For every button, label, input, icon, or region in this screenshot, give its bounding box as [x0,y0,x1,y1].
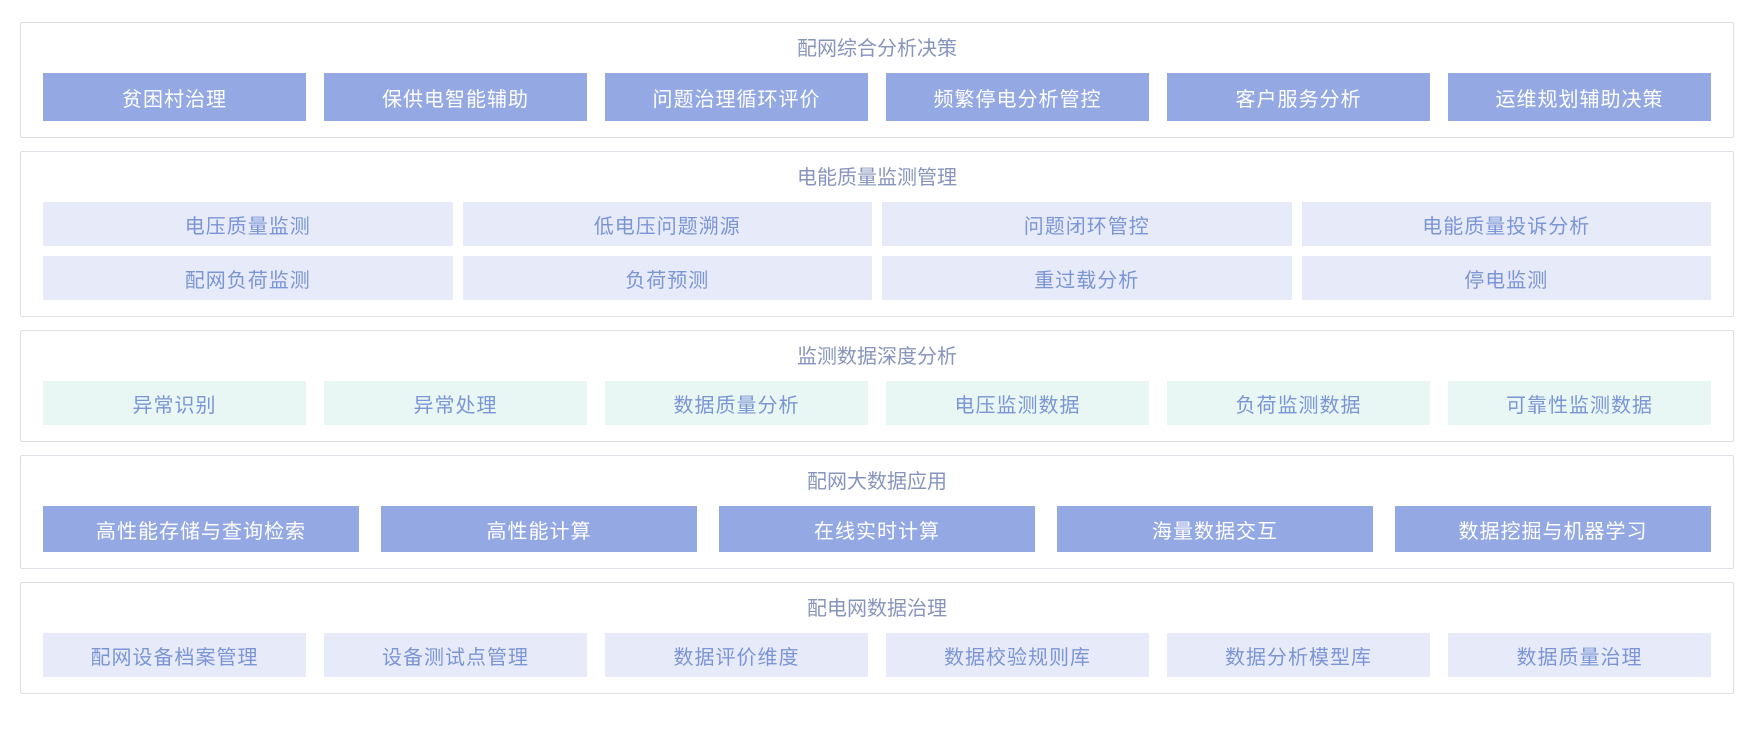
module-tile[interactable]: 海量数据交互 [1057,506,1373,552]
section-panel-monitoring-data-analysis: 监测数据深度分析 异常识别 异常处理 数据质量分析 电压监测数据 负荷监测数据 … [20,330,1734,442]
module-tile[interactable]: 数据质量分析 [605,381,868,425]
tile-row: 高性能存储与查询检索 高性能计算 在线实时计算 海量数据交互 数据挖掘与机器学习 [43,506,1711,552]
module-tile[interactable]: 高性能存储与查询检索 [43,506,359,552]
module-tile[interactable]: 频繁停电分析管控 [886,73,1149,121]
module-tile[interactable]: 停电监测 [1301,256,1711,300]
module-tile[interactable]: 重过载分析 [882,256,1292,300]
module-tile[interactable]: 电压监测数据 [886,381,1149,425]
module-tile[interactable]: 数据分析模型库 [1167,633,1430,677]
module-tile[interactable]: 电能质量投诉分析 [1301,202,1711,246]
module-tile[interactable]: 负荷监测数据 [1167,381,1430,425]
module-tile[interactable]: 保供电智能辅助 [324,73,587,121]
section-title: 监测数据深度分析 [797,346,957,368]
module-tile[interactable]: 配网负荷监测 [43,256,453,300]
section-title: 配网综合分析决策 [797,38,957,60]
tile-row: 异常识别 异常处理 数据质量分析 电压监测数据 负荷监测数据 可靠性监测数据 [43,381,1711,425]
section-panel-comprehensive-analysis: 配网综合分析决策 贫困村治理 保供电智能辅助 问题治理循环评价 频繁停电分析管控… [20,22,1734,138]
tile-row: 电压质量监测 低电压问题溯源 问题闭环管控 电能质量投诉分析 [43,202,1711,246]
module-tile[interactable]: 负荷预测 [462,256,872,300]
tile-row: 配网负荷监测 负荷预测 重过载分析 停电监测 [43,256,1711,300]
section-title: 配网大数据应用 [807,471,947,493]
module-tile[interactable]: 数据质量治理 [1448,633,1711,677]
module-tile[interactable]: 运维规划辅助决策 [1448,73,1711,121]
module-tile[interactable]: 电压质量监测 [43,202,453,246]
section-title: 配电网数据治理 [807,598,947,620]
module-tile[interactable]: 问题治理循环评价 [605,73,868,121]
module-tile[interactable]: 客户服务分析 [1167,73,1430,121]
module-tile[interactable]: 贫困村治理 [43,73,306,121]
tile-row: 贫困村治理 保供电智能辅助 问题治理循环评价 频繁停电分析管控 客户服务分析 运… [43,73,1711,121]
module-tile[interactable]: 问题闭环管控 [882,202,1292,246]
module-tile[interactable]: 配网设备档案管理 [43,633,306,677]
module-tile[interactable]: 异常识别 [43,381,306,425]
module-tile[interactable]: 在线实时计算 [719,506,1035,552]
module-tile[interactable]: 数据挖掘与机器学习 [1395,506,1711,552]
tile-row: 配网设备档案管理 设备测试点管理 数据评价维度 数据校验规则库 数据分析模型库 … [43,633,1711,677]
module-tile[interactable]: 可靠性监测数据 [1448,381,1711,425]
module-tile[interactable]: 设备测试点管理 [324,633,587,677]
section-panel-big-data-application: 配网大数据应用 高性能存储与查询检索 高性能计算 在线实时计算 海量数据交互 数… [20,455,1734,569]
module-tile[interactable]: 高性能计算 [381,506,697,552]
module-tile[interactable]: 低电压问题溯源 [462,202,872,246]
section-panel-data-governance: 配电网数据治理 配网设备档案管理 设备测试点管理 数据评价维度 数据校验规则库 … [20,582,1734,694]
module-tile[interactable]: 数据评价维度 [605,633,868,677]
module-tile[interactable]: 数据校验规则库 [886,633,1149,677]
section-panel-power-quality-monitoring: 电能质量监测管理 电压质量监测 低电压问题溯源 问题闭环管控 电能质量投诉分析 … [20,151,1734,317]
module-tile[interactable]: 异常处理 [324,381,587,425]
section-title: 电能质量监测管理 [797,167,957,189]
